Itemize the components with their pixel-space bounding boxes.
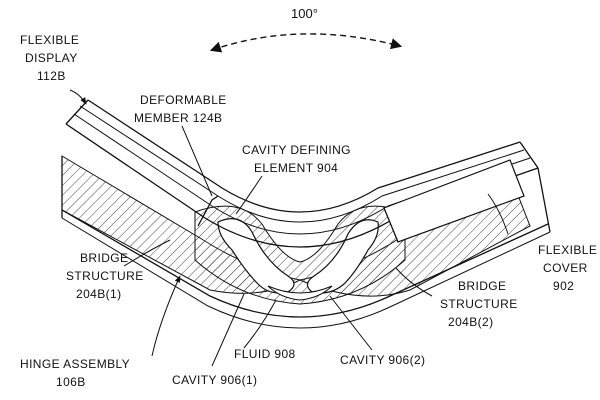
label-fluid: FLUID 908	[234, 347, 296, 361]
label-flexible-cover: FLEXIBLE COVER 902	[538, 243, 597, 293]
svg-text:MEMBER 124B: MEMBER 124B	[134, 111, 222, 125]
svg-text:ELEMENT 904: ELEMENT 904	[254, 161, 338, 175]
svg-text:106B: 106B	[56, 375, 86, 389]
svg-text:112B: 112B	[37, 69, 66, 83]
fluid-pocket	[267, 285, 333, 301]
flexible-display-layers	[61, 99, 551, 329]
label-cavity-906-1: CAVITY 906(1)	[172, 373, 257, 387]
angle-label: 100°	[291, 6, 318, 21]
svg-text:BRIDGE: BRIDGE	[458, 279, 506, 293]
svg-text:STRUCTURE: STRUCTURE	[66, 269, 144, 283]
svg-text:BRIDGE: BRIDGE	[80, 251, 128, 265]
svg-text:COVER: COVER	[543, 261, 588, 275]
label-bridge-structure-left: BRIDGE STRUCTURE 204B(1)	[66, 251, 144, 301]
label-bridge-structure-right: BRIDGE STRUCTURE 204B(2)	[440, 279, 518, 329]
label-cavity-906-2: CAVITY 906(2)	[340, 353, 425, 367]
svg-text:FLEXIBLE: FLEXIBLE	[538, 243, 597, 257]
svg-text:HINGE ASSEMBLY: HINGE ASSEMBLY	[20, 357, 130, 371]
svg-text:STRUCTURE: STRUCTURE	[440, 297, 518, 311]
svg-text:204B(2): 204B(2)	[448, 315, 494, 329]
svg-text:DEFORMABLE: DEFORMABLE	[140, 93, 227, 107]
svg-text:DISPLAY: DISPLAY	[25, 51, 78, 65]
svg-text:CAVITY DEFINING: CAVITY DEFINING	[242, 143, 351, 157]
label-cavity-defining-element: CAVITY DEFINING ELEMENT 904	[242, 143, 351, 175]
deformable-member	[197, 195, 219, 227]
label-deformable-member: DEFORMABLE MEMBER 124B	[134, 93, 227, 125]
angle-arrow	[209, 33, 403, 53]
svg-text:FLEXIBLE: FLEXIBLE	[20, 33, 79, 47]
svg-text:204B(1): 204B(1)	[76, 287, 122, 301]
svg-text:902: 902	[553, 279, 574, 293]
label-hinge-assembly: HINGE ASSEMBLY 106B	[20, 357, 130, 389]
label-flexible-display: FLEXIBLE DISPLAY 112B	[20, 33, 79, 83]
